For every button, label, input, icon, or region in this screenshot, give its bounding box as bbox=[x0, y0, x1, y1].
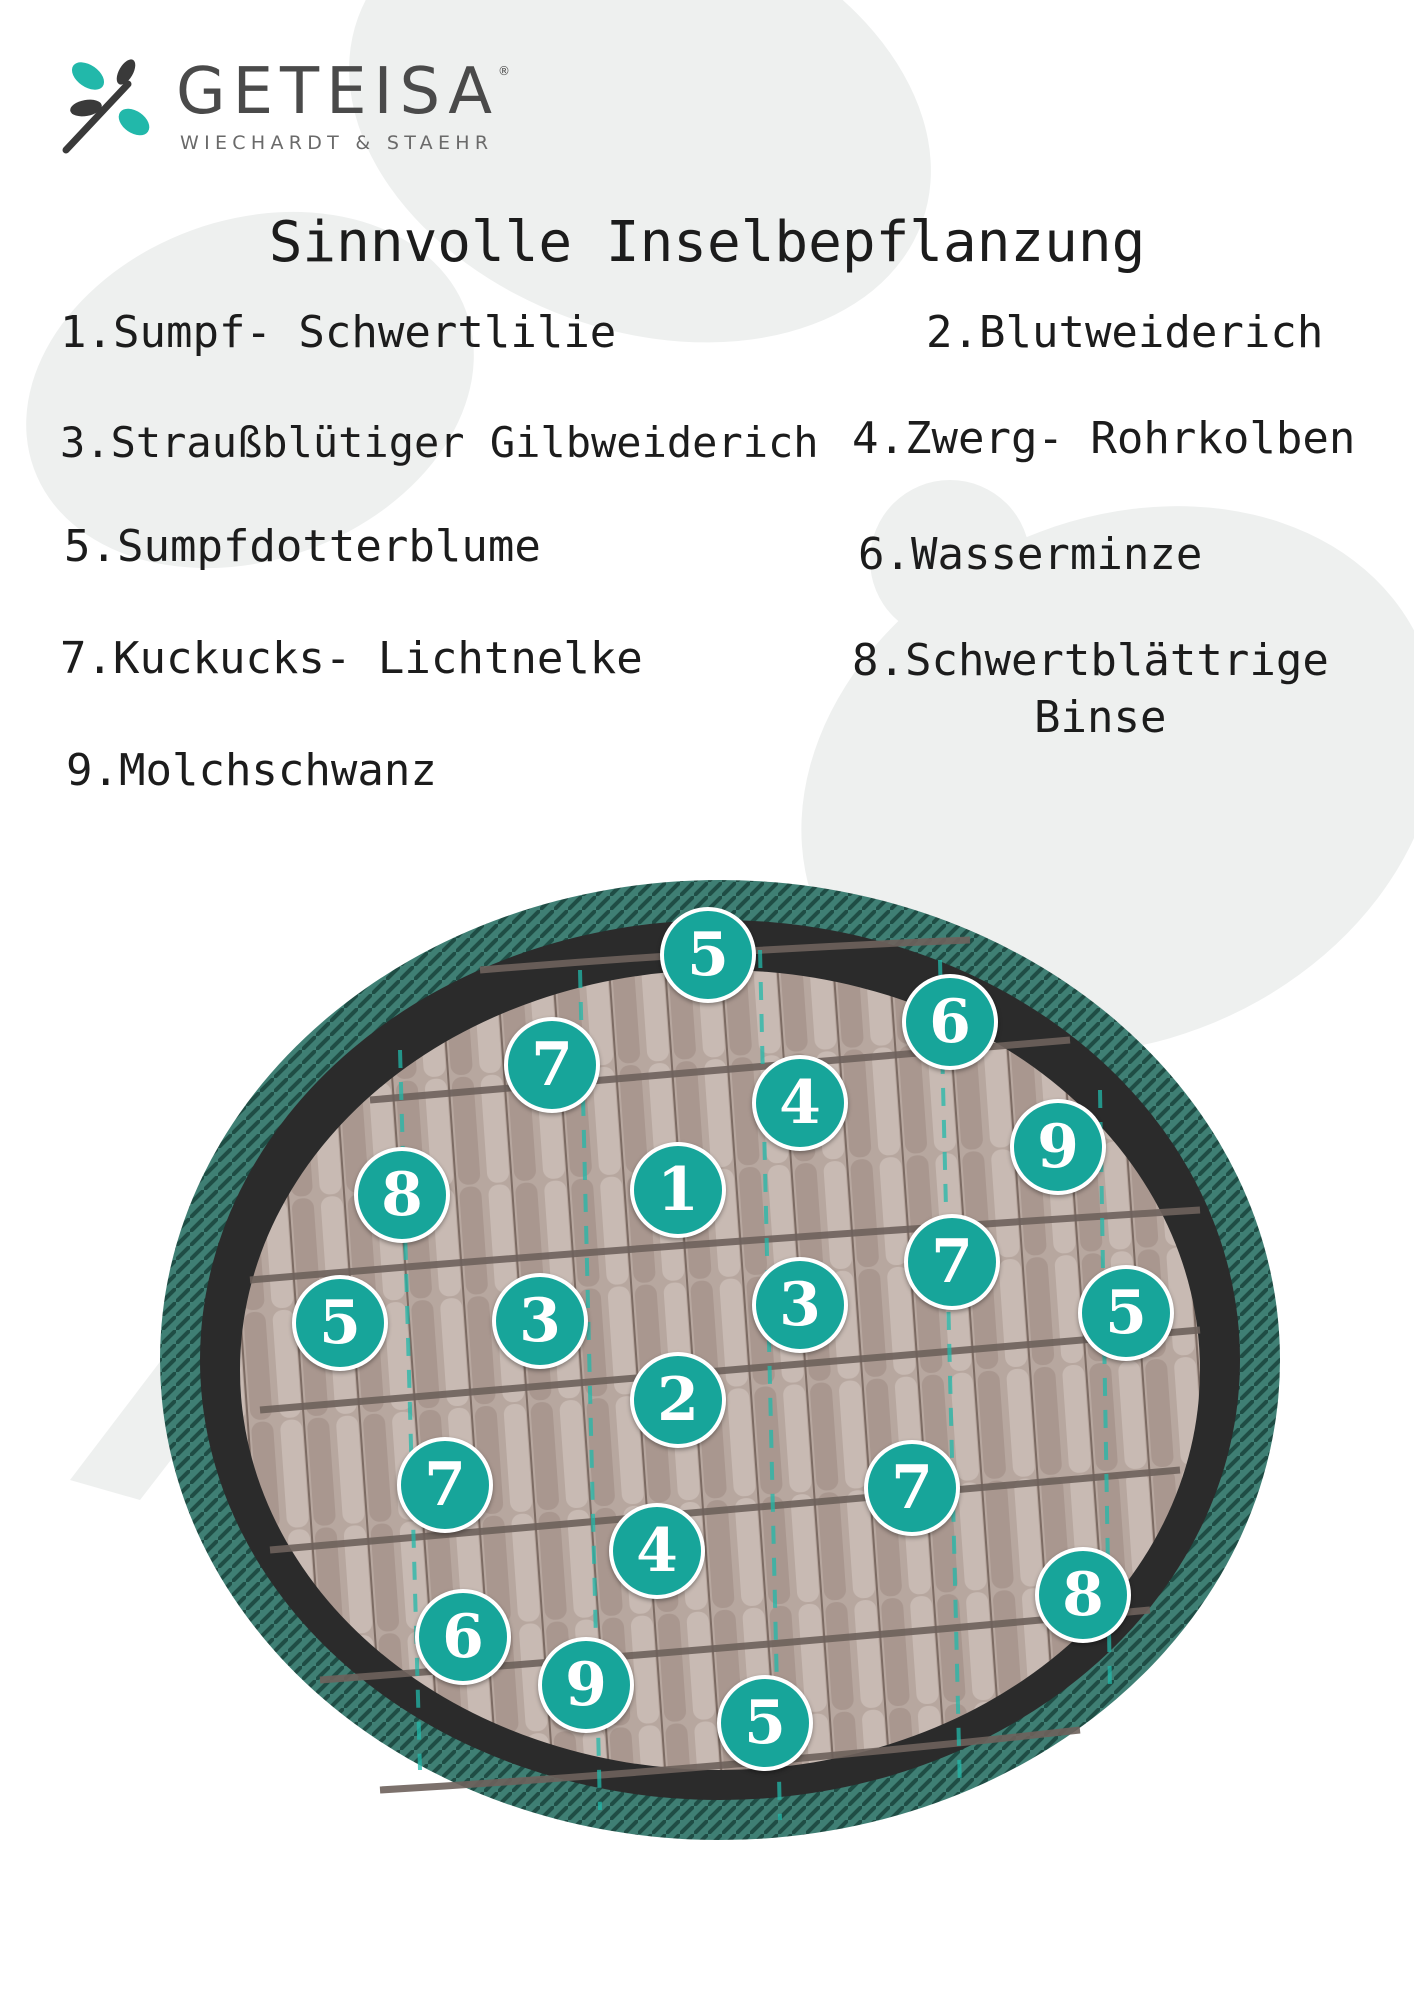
island-marker-7: 7 bbox=[864, 1440, 960, 1536]
island-marker-2: 2 bbox=[630, 1352, 726, 1448]
floating-island-photo bbox=[160, 880, 1280, 1840]
island-marker-3: 3 bbox=[492, 1273, 588, 1369]
registered-mark: ® bbox=[498, 64, 510, 78]
island-marker-3: 3 bbox=[752, 1257, 848, 1353]
brand-logo: GETEISA ® WIECHARDT & STAEHR bbox=[56, 50, 526, 165]
plant-item-8-line1: 8.Schwertblättrige bbox=[852, 635, 1329, 686]
island-marker-7: 7 bbox=[504, 1017, 600, 1113]
island-marker-5: 5 bbox=[1078, 1265, 1174, 1361]
dragonfly-icon bbox=[62, 59, 150, 154]
plant-item-2: 2.Blutweiderich bbox=[926, 307, 1324, 358]
island-marker-6: 6 bbox=[902, 974, 998, 1070]
island-marker-7: 7 bbox=[904, 1214, 1000, 1310]
island-marker-6: 6 bbox=[415, 1589, 511, 1685]
brand-name: GETEISA bbox=[176, 55, 500, 129]
island-marker-9: 9 bbox=[1010, 1099, 1106, 1195]
plant-item-4: 4.Zwerg- Rohrkolben bbox=[852, 413, 1356, 464]
brand-subtitle: WIECHARDT & STAEHR bbox=[180, 132, 494, 154]
island-marker-8: 8 bbox=[1035, 1547, 1131, 1643]
plant-item-5: 5.Sumpfdotterblume bbox=[64, 521, 541, 572]
island-marker-5: 5 bbox=[292, 1275, 388, 1371]
plant-item-6: 6.Wasserminze bbox=[858, 529, 1203, 580]
island-marker-5: 5 bbox=[717, 1675, 813, 1771]
plant-item-1: 1.Sumpf- Schwertlilie bbox=[60, 307, 617, 358]
island-marker-1: 1 bbox=[630, 1142, 726, 1238]
plant-item-3: 3.Straußblütiger Gilbweiderich bbox=[60, 418, 819, 467]
plant-item-8-line2: Binse bbox=[1034, 692, 1167, 744]
island-marker-7: 7 bbox=[397, 1437, 493, 1533]
plant-item-9: 9.Molchschwanz bbox=[66, 745, 437, 796]
plant-item-8: 8.Schwertblättrige Binse bbox=[852, 632, 1332, 746]
island-marker-4: 4 bbox=[609, 1503, 705, 1599]
island-frame bbox=[160, 880, 1280, 1840]
island-marker-4: 4 bbox=[752, 1055, 848, 1151]
island-marker-9: 9 bbox=[538, 1637, 634, 1733]
page-title: Sinnvolle Inselbepflanzung bbox=[268, 210, 1146, 275]
island-marker-8: 8 bbox=[354, 1147, 450, 1243]
island-marker-5: 5 bbox=[660, 907, 756, 1003]
plant-item-7: 7.Kuckucks- Lichtnelke bbox=[60, 633, 643, 684]
